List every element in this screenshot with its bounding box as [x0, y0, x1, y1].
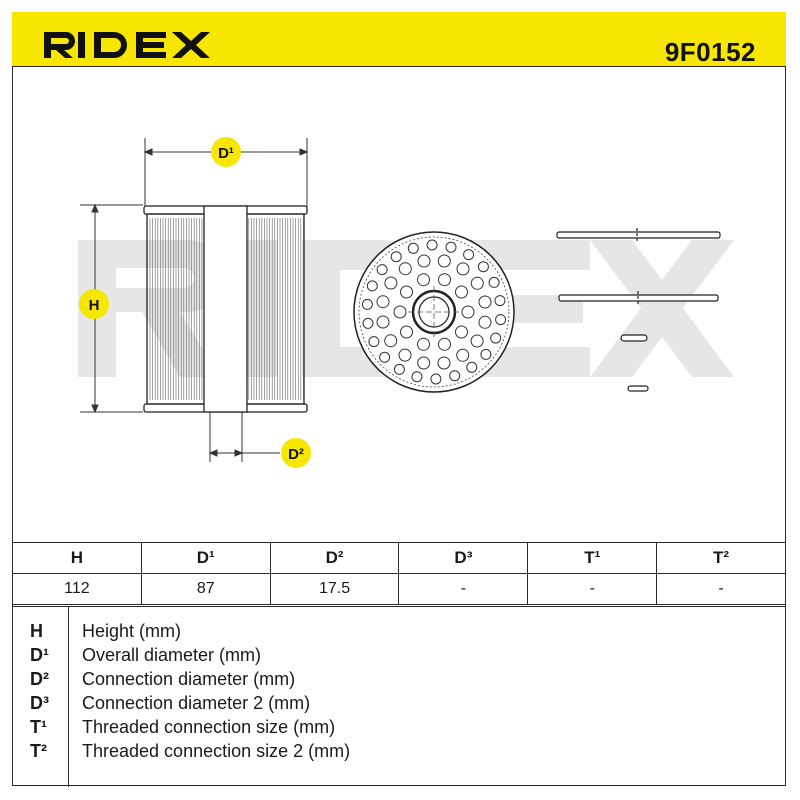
value-d2: 17.5: [269, 573, 400, 605]
legend-item: H Height (mm): [12, 621, 786, 645]
value-d1: 87: [140, 573, 271, 605]
col-d2: D²: [269, 542, 400, 574]
spec-header-row: H D¹ D² D³ T¹ T²: [12, 542, 786, 574]
col-t2: T²: [656, 542, 786, 574]
legend-divider: [68, 607, 69, 787]
filter-side-view: [143, 205, 308, 413]
legend-description: Connection diameter (mm): [82, 669, 296, 689]
legend-symbol: H: [30, 621, 43, 641]
part-number: 9F0152: [664, 37, 756, 67]
legend-item: D¹ Overall diameter (mm): [12, 645, 786, 669]
legend-description: Threaded connection size (mm): [82, 717, 336, 737]
header-bar: 9F0152: [12, 12, 786, 67]
value-d3: -: [398, 573, 529, 605]
legend-description: Height (mm): [82, 621, 182, 641]
d1-badge: [211, 137, 241, 167]
col-d1: D¹: [140, 542, 271, 574]
spec-table: H D¹ D² D³ T¹ T² 112 87 17.5 - - -: [12, 542, 786, 605]
legend-description: Threaded connection size 2 (mm): [82, 741, 351, 761]
h-badge: [79, 289, 109, 319]
legend-symbol: D¹: [30, 645, 49, 665]
value-t1: -: [527, 573, 658, 605]
legend-symbol: T²: [30, 741, 47, 761]
filter-top-view: [353, 231, 515, 393]
legend-item: D³ Connection diameter 2 (mm): [12, 693, 786, 717]
legend-item: T² Threaded connection size 2 (mm): [12, 741, 786, 765]
technical-drawing: D¹ H D²: [78, 137, 734, 468]
legend: H Height (mm) D¹ Overall diameter (mm) D…: [12, 606, 786, 787]
d2-label: D²: [288, 446, 304, 463]
value-t2: -: [656, 573, 786, 605]
ridex-logo: [44, 32, 210, 58]
d1-label: D¹: [218, 145, 234, 162]
legend-description: Overall diameter (mm): [82, 645, 262, 665]
legend-item: D² Connection diameter (mm): [12, 669, 786, 693]
legend-item: T¹ Threaded connection size (mm): [12, 717, 786, 741]
col-h: H: [12, 542, 142, 574]
seal-parts: [556, 228, 721, 392]
h-label: H: [89, 297, 100, 314]
legend-symbol: D³: [30, 693, 49, 713]
spec-value-row: 112 87 17.5 - - -: [12, 573, 786, 605]
d1-dimension: [143, 138, 309, 207]
value-h: 112: [12, 573, 142, 605]
legend-symbol: D²: [30, 669, 49, 689]
legend-description: Connection diameter 2 (mm): [82, 693, 311, 713]
legend-symbol: T¹: [30, 717, 47, 737]
d2-badge: [281, 438, 311, 468]
col-d3: D³: [398, 542, 529, 574]
d2-dimension: [208, 412, 280, 462]
col-t1: T¹: [527, 542, 658, 574]
